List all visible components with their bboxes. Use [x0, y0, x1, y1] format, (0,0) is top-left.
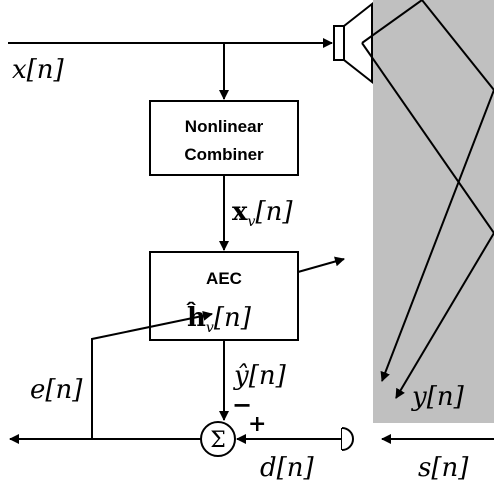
near-end-label: s[n] — [418, 453, 469, 483]
combiner-label-line2: Combiner — [184, 145, 264, 164]
aec-filter-label: ĥv[n] — [186, 301, 252, 336]
expanded-input-label: xv[n] — [232, 197, 293, 230]
adaptation-arrow — [297, 256, 345, 273]
echo-paths — [361, 0, 494, 399]
sigma-symbol: Σ — [210, 428, 226, 453]
error-feedback — [91, 310, 213, 439]
nonlinear-combiner-block — [149, 100, 299, 176]
error-label: e[n] — [30, 375, 83, 405]
input-label: x[n] — [12, 55, 65, 85]
echo-estimate-label: ŷ[n] — [233, 361, 287, 391]
loudspeaker-icon — [333, 1, 373, 85]
mic-signal-label: d[n] — [260, 453, 315, 483]
microphone-icon — [341, 427, 354, 451]
plus-sign: + — [248, 411, 266, 437]
minus-sign: − — [232, 390, 252, 419]
aec-block — [149, 251, 299, 341]
echo-label: y[n] — [411, 382, 465, 412]
combiner-label-line1: Nonlinear — [185, 117, 264, 136]
aec-title: AEC — [206, 269, 242, 288]
